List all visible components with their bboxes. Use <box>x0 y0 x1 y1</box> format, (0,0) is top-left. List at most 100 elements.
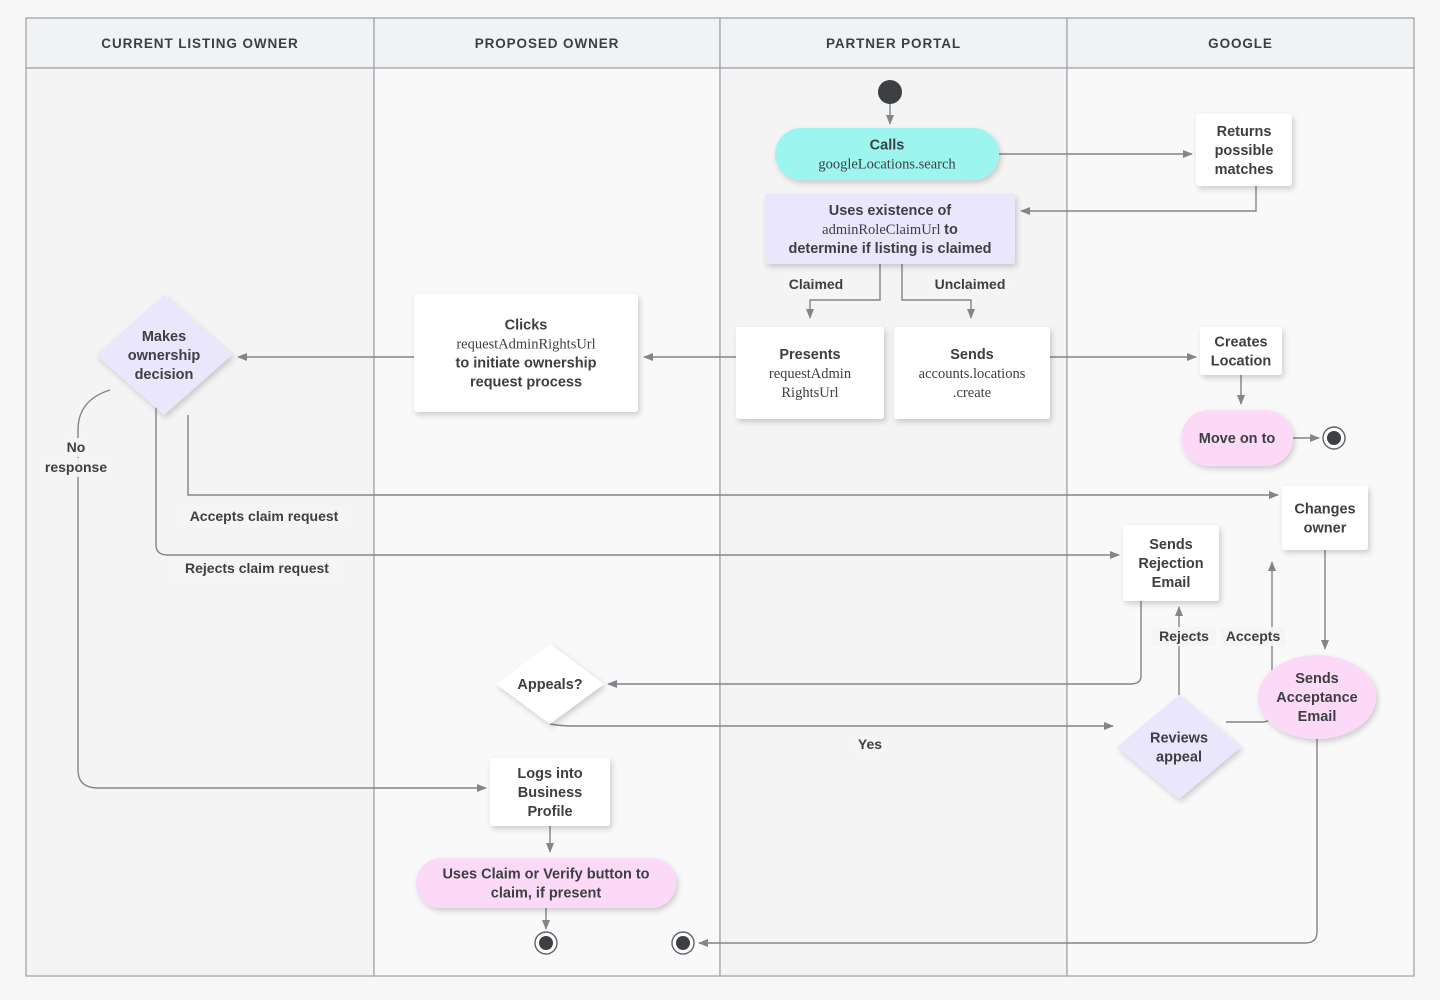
edge-accepts-claim-request <box>187 415 1279 499</box>
node-text-line: .create <box>953 385 991 401</box>
makes-ownership-decision-shape <box>96 295 232 415</box>
lane-proposed-owner-body <box>373 67 721 977</box>
label-unclaimed-bg <box>930 275 1010 294</box>
label-rejects-claim-request: Rejects claim request <box>185 560 329 576</box>
node-text-line: ownership <box>128 348 201 364</box>
node-text-line: possible <box>1215 143 1274 159</box>
edge-appeals-yes-to-reviews <box>549 722 1114 730</box>
node-text-line: Creates <box>1214 335 1267 351</box>
end-node-google[interactable] <box>1322 426 1346 450</box>
node-text-line: Calls <box>870 138 905 154</box>
presents-request-admin-rights-url[interactable]: Presents requestAdminRightsUrl <box>736 327 884 419</box>
node-text-line: Sends <box>1149 537 1193 553</box>
edge-returns-to-uses <box>1020 186 1257 215</box>
presents-request-admin-rights-url-shape <box>736 327 884 419</box>
lane-current-listing-owner-label: CURRENT LISTING OWNER <box>101 36 298 51</box>
edge-acceptance-to-end-portal <box>698 739 1318 947</box>
creates-location-shape <box>1200 327 1282 375</box>
uses-existence-of-admin-role-claim-url-shape <box>765 194 1015 264</box>
move-on-to[interactable]: Move on to <box>1181 410 1293 466</box>
label-yes: Yes <box>858 736 882 752</box>
node-text-line: Email <box>1152 575 1191 591</box>
label-accepts-bg <box>1221 627 1285 646</box>
node-text-line: appeal <box>1156 750 1202 766</box>
node-text-line: requestAdminRightsUrl <box>456 337 595 353</box>
node-text-line: Presents <box>779 347 840 363</box>
label-claimed: Claimed <box>789 276 843 292</box>
node-text-line: Appeals? <box>517 677 582 693</box>
end-node-google-core <box>1327 431 1341 445</box>
reviews-appeal[interactable]: Reviews appeal <box>1117 695 1241 799</box>
node-text-line: Business <box>518 785 582 801</box>
sends-accounts-locations-create-shape <box>894 327 1050 419</box>
lane-google-header <box>1066 17 1415 69</box>
node-text-line: googleLocations.search <box>818 157 956 173</box>
node-text-line: claim, if present <box>491 886 602 902</box>
node-text-line: requestAdmin <box>769 366 852 382</box>
node-text-line: Move on to <box>1199 431 1276 447</box>
uses-claim-or-verify-button-shape <box>416 858 676 908</box>
returns-possible-matches[interactable]: Returns possible matches <box>1196 114 1292 186</box>
node-text-line: Email <box>1298 709 1337 725</box>
node-text-line: Uses existence of <box>829 203 952 219</box>
edge-uses-to-sends-create <box>901 264 975 319</box>
calls-google-locations-search-shape <box>775 128 999 180</box>
node-layer: Calls googleLocations.search Returns possib… <box>96 80 1376 955</box>
end-node-partner-portal-core <box>676 936 690 950</box>
node-text-line: matches <box>1215 162 1274 178</box>
label-no-response: No <box>67 439 86 455</box>
lane-partner-portal-header <box>719 17 1068 69</box>
changes-owner-shape <box>1282 486 1368 550</box>
calls-google-locations-search[interactable]: Calls googleLocations.search <box>775 128 999 180</box>
lane-proposed-owner-label: PROPOSED OWNER <box>475 36 620 51</box>
node-text-line: request process <box>470 375 582 391</box>
start-node-shape <box>878 80 902 104</box>
node-text-line: Sends <box>1295 671 1339 687</box>
label-claimed-bg <box>784 275 848 294</box>
label-unclaimed: Unclaimed <box>935 276 1006 292</box>
node-text-line: Makes <box>142 329 186 345</box>
label-accepts-claim-request-bg <box>176 507 352 526</box>
start-node[interactable] <box>878 80 902 104</box>
label-yes-bg <box>854 735 886 754</box>
move-on-to-shape <box>1181 410 1293 466</box>
sends-acceptance-email-shape <box>1258 655 1376 739</box>
node-text-line: adminRoleClaimUrl to <box>822 222 958 238</box>
logs-into-business-profile-shape <box>490 758 610 826</box>
lane-current-listing-owner-header <box>25 17 375 69</box>
lane-partner-portal-label: PARTNER PORTAL <box>826 36 961 51</box>
clicks-request-admin-rights-url-shape <box>414 294 638 412</box>
label-no-response-bg <box>64 438 88 457</box>
end-node-proposed-owner-core <box>539 936 553 950</box>
label-rejects-claim-request-bg <box>169 559 345 578</box>
edge-uses-to-presents <box>806 264 881 319</box>
node-text-line: RightsUrl <box>781 385 838 401</box>
label-no-response-2-bg <box>40 458 112 477</box>
node-text-line: Location <box>1211 354 1271 370</box>
label-accepts-claim-request: Accepts claim request <box>190 508 339 524</box>
appeals-decision[interactable]: Appeals? <box>496 644 604 724</box>
node-text-line: Returns <box>1217 124 1272 140</box>
edge-no-response <box>77 389 487 792</box>
node-text-line: Sends <box>950 347 994 363</box>
lane-proposed-owner: PROPOSED OWNER <box>373 17 721 977</box>
end-node-partner-portal[interactable] <box>671 931 695 955</box>
label-rejects-bg <box>1152 627 1216 646</box>
node-text-line: Changes <box>1294 502 1355 518</box>
end-node-proposed-owner[interactable] <box>534 931 558 955</box>
edge-rejects-claim-request <box>155 400 1120 559</box>
node-text-line: Reviews <box>1150 731 1208 747</box>
